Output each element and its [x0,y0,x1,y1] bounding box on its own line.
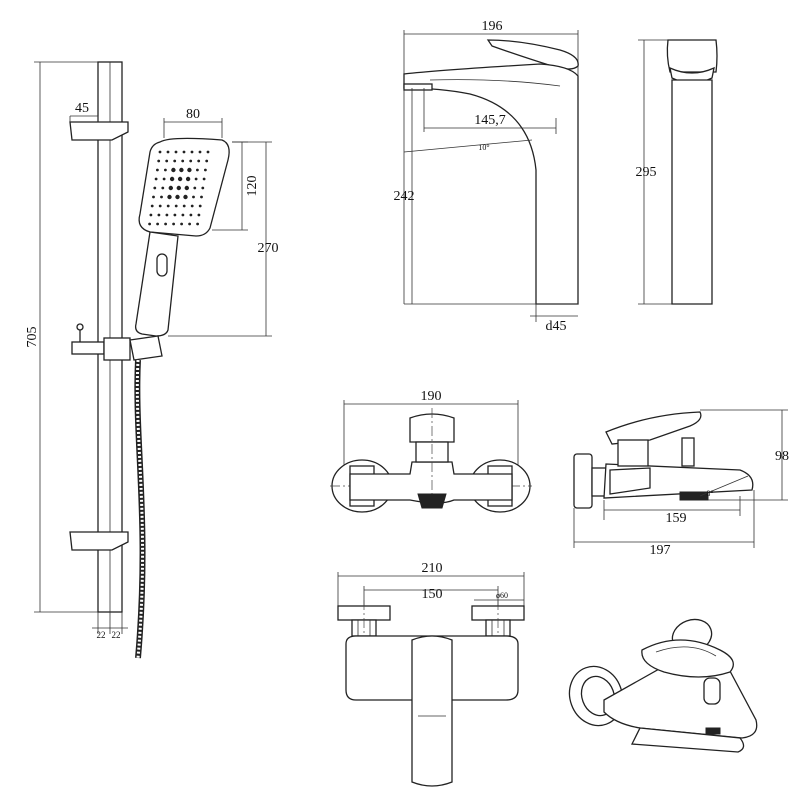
shower-nozzle [183,194,188,200]
shower-nozzle [152,195,155,199]
shower-nozzle [166,204,170,208]
rail-foot-left-label: 22 [97,630,106,640]
shower-nozzle [196,222,200,226]
shower-nozzle [175,194,180,200]
rail-foot-right-label: 22 [112,630,121,640]
shower-nozzle [202,177,206,181]
shower-nozzle [201,186,205,190]
shower-nozzle [198,150,202,154]
shower-nozzle [153,186,157,190]
shower-nozzle [171,167,176,173]
bracket-width-label: 45 [75,101,89,116]
mixer-flange-label: ø60 [496,591,508,600]
shower-nozzle [180,222,184,226]
shower-nozzle [182,150,186,154]
mixer-total-label: 210 [422,561,443,576]
basin-faucet-body [403,63,579,305]
bath-mixer-side: 98 8° 159 197 [573,409,789,558]
head-width-label: 80 [186,107,200,122]
basin-faucet-side: 295 [636,39,718,305]
basin-faucet-profile: 196 145,7 10° 242 d45 [394,19,579,334]
shower-nozzle [205,159,209,163]
shower-nozzle [197,159,201,163]
shower-nozzle [150,204,154,208]
shower-nozzle [172,222,176,226]
shower-nozzle [165,159,169,163]
shower-nozzle [181,159,185,163]
hand-shower-head [138,137,230,237]
shower-nozzle [176,185,181,191]
shower-nozzle [198,204,202,208]
shower-nozzle [190,150,194,154]
shower-nozzle [161,186,165,190]
bath-height-label: 98 [775,449,789,464]
shower-nozzle [177,176,183,182]
shower-nozzle [185,176,191,182]
basin-height-label: 242 [394,189,415,204]
basin-base-label: d45 [546,319,567,334]
shower-nozzle [156,168,159,172]
shower-nozzle [200,195,203,199]
shower-nozzle [168,185,173,191]
mixer-centers-label: 150 [422,587,443,602]
shower-nozzle [184,185,189,191]
bath-angle-label: 8° [706,489,713,498]
wall-mixer-top: 210 150 ø60 [337,561,525,787]
shower-nozzle [174,204,178,208]
wall-mixer-front: 190 [330,389,532,513]
shower-nozzle [148,222,152,226]
mixer-lever-top [411,635,453,787]
shower-nozzle [181,213,185,217]
side-height-label: 295 [636,165,657,180]
shower-nozzle [162,177,166,181]
shower-length-label: 270 [258,241,279,256]
shower-nozzle [157,159,161,163]
shower-nozzle [164,222,168,226]
shower-nozzle [190,204,194,208]
shower-nozzle [154,177,158,181]
shower-nozzle [179,167,184,173]
rail-height-label: 705 [25,327,40,348]
shower-nozzle [189,213,193,217]
shower-nozzle [173,213,177,217]
bath-total-label: 197 [650,543,671,558]
shower-nozzle [158,204,162,208]
basin-reach-label: 145,7 [474,113,506,128]
shower-nozzle [193,186,197,190]
shower-nozzle [149,213,153,217]
bath-mixer-3d [568,618,758,753]
shower-nozzle [160,195,163,199]
shower-nozzle [197,213,201,217]
shower-nozzle [157,213,161,217]
shower-nozzle [158,150,162,154]
shower-nozzle [167,194,172,200]
shower-nozzle [165,213,169,217]
shower-nozzle [166,150,170,154]
shower-nozzle [164,168,167,172]
shower-nozzle [173,159,177,163]
shower-nozzle [206,150,210,154]
shower-nozzle [196,168,199,172]
hand-shower-handle [134,231,179,337]
shower-nozzle [169,176,175,182]
shower-nozzle [174,150,178,154]
side-body [671,79,713,305]
shower-nozzle [187,167,192,173]
shower-rail-set: 705 45 22 22 [25,61,279,659]
basin-width-label: 196 [482,19,503,34]
mixer-width-label: 190 [421,389,442,404]
shower-nozzle [189,159,193,163]
shower-nozzle [182,204,186,208]
basin-angle-label: 10° [478,143,489,152]
bath-spout-label: 159 [666,511,687,526]
shower-nozzle [156,222,160,226]
shower-nozzle [204,168,207,172]
shower-nozzle [194,177,198,181]
shower-hose [134,359,146,659]
head-face-label: 120 [245,176,260,197]
shower-nozzle [192,195,195,199]
shower-nozzle [188,222,192,226]
